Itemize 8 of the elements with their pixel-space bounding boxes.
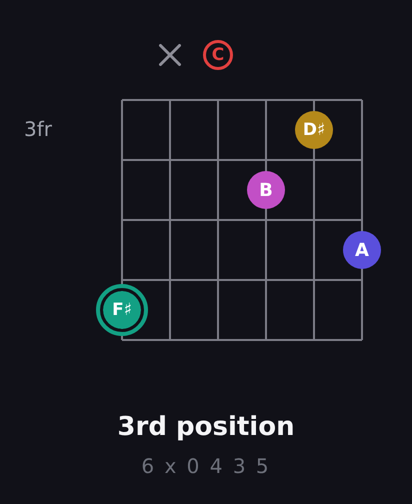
- fingering-caption: 6 x 0 4 3 5: [140, 454, 272, 478]
- note-dot: B: [247, 171, 285, 209]
- note-dot: D♯: [295, 111, 333, 149]
- chord-title: 3rd position: [116, 412, 296, 442]
- root-note-dot: F♯: [96, 284, 148, 336]
- note-dot: A: [343, 231, 381, 269]
- open-string-marker: C: [203, 40, 233, 70]
- fret-position-label: 3fr: [24, 117, 52, 141]
